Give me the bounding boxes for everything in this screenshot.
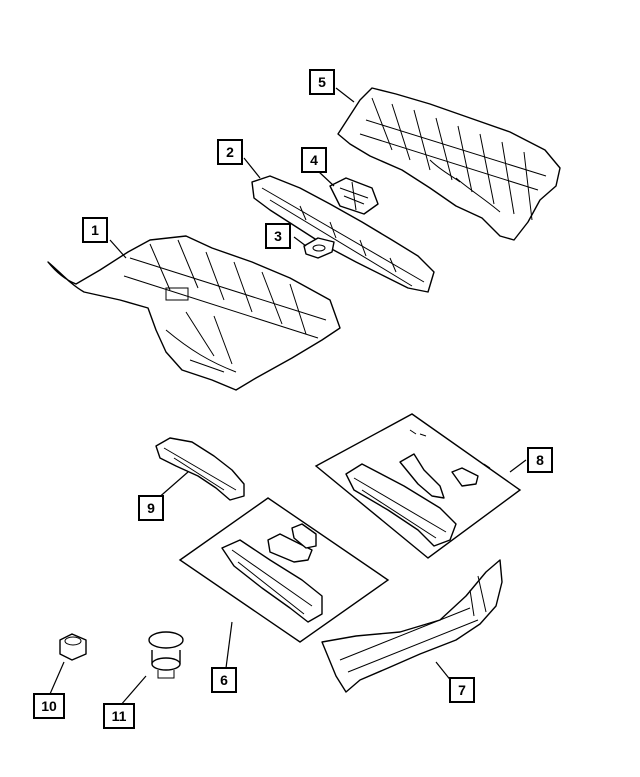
- part-11-grommet: [148, 631, 184, 679]
- part-2-tunnel-crossmember: [251, 175, 435, 293]
- callout-8: 8: [527, 447, 553, 473]
- part-3-plate: [303, 237, 335, 259]
- callout-label-6: 6: [220, 672, 228, 688]
- part-7-sill-panel: [321, 559, 503, 693]
- callout-label-11: 11: [112, 708, 127, 724]
- callout-7: 7: [449, 677, 475, 703]
- part-5-rear-floor-pan: [337, 87, 561, 241]
- part-1-front-floor-pan: [47, 235, 341, 391]
- callout-label-8: 8: [536, 452, 544, 468]
- callout-3: 3: [265, 223, 291, 249]
- callout-label-2: 2: [226, 144, 234, 160]
- callout-1: 1: [82, 217, 108, 243]
- callout-10: 10: [33, 693, 65, 719]
- callout-label-1: 1: [91, 222, 99, 238]
- callout-5: 5: [309, 69, 335, 95]
- callout-label-7: 7: [458, 682, 466, 698]
- callout-9: 9: [138, 495, 164, 521]
- callout-label-4: 4: [310, 152, 318, 168]
- part-4-bracket: [329, 177, 379, 215]
- part-9-crossmember: [155, 437, 245, 501]
- callout-label-3: 3: [274, 228, 282, 244]
- leader-lines: [49, 87, 527, 707]
- part-10-nut: [59, 633, 87, 661]
- callout-label-5: 5: [318, 74, 326, 90]
- callout-11: 11: [103, 703, 135, 729]
- callout-label-9: 9: [147, 500, 155, 516]
- callout-2: 2: [217, 139, 243, 165]
- callout-4: 4: [301, 147, 327, 173]
- callout-label-10: 10: [41, 698, 57, 714]
- part-6-kit: [178, 497, 390, 643]
- callout-6: 6: [211, 667, 237, 693]
- part-8-kit: [314, 413, 522, 559]
